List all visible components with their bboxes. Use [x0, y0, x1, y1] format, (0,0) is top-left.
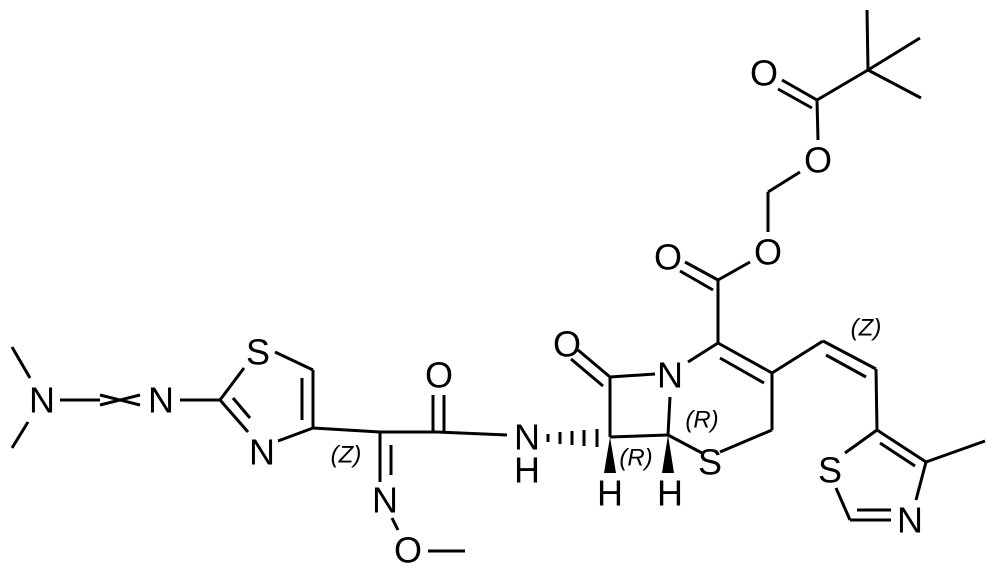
- atom-h-c7: H: [597, 473, 623, 514]
- atom-nh-amide-h: H: [514, 450, 540, 491]
- atom-nh-amide-n: N: [514, 417, 540, 458]
- bonds: [10, 9, 986, 553]
- atom-h-c6: H: [657, 473, 683, 514]
- wedge-bond: [604, 437, 616, 473]
- stereo-labels: (Z) (R) (R) (Z): [331, 315, 882, 472]
- atom-o-pivaloyl-ester: O: [804, 140, 832, 181]
- stereo-label-c6-r: (R): [685, 407, 718, 434]
- atom-s-dihydrothiazine: S: [698, 442, 722, 483]
- stereo-label-c7-r: (R): [619, 445, 652, 472]
- atom-n-imine: N: [148, 380, 174, 421]
- atom-n-methylthiazole: N: [897, 500, 923, 541]
- atom-o-carboxyl-dbl: O: [654, 237, 682, 278]
- stereo-label-oxime-z: (Z): [331, 442, 362, 469]
- stereo-label-vinyl-z: (Z): [851, 315, 882, 342]
- wedge-bond: [662, 435, 674, 473]
- atom-s-methylthiazole: S: [818, 450, 842, 491]
- atom-o-lactam: O: [553, 324, 581, 365]
- hashed-wedge-bond: [546, 429, 599, 447]
- atom-o-carboxyl-ester: O: [754, 232, 782, 273]
- atom-o-amide: O: [425, 355, 453, 396]
- atom-s-aminothiazole: S: [246, 332, 270, 373]
- atom-o-pivaloyl-dbl: O: [750, 53, 778, 94]
- atom-n-oxime: N: [372, 480, 398, 521]
- atom-labels: N N S N N O O N H O N S H H O O O O S N: [29, 53, 923, 571]
- atom-n-aminothiazole: N: [249, 432, 275, 473]
- atom-n-lactam: N: [657, 355, 683, 396]
- atom-o-oxime: O: [394, 530, 422, 571]
- atom-n-dimethyl: N: [29, 380, 55, 421]
